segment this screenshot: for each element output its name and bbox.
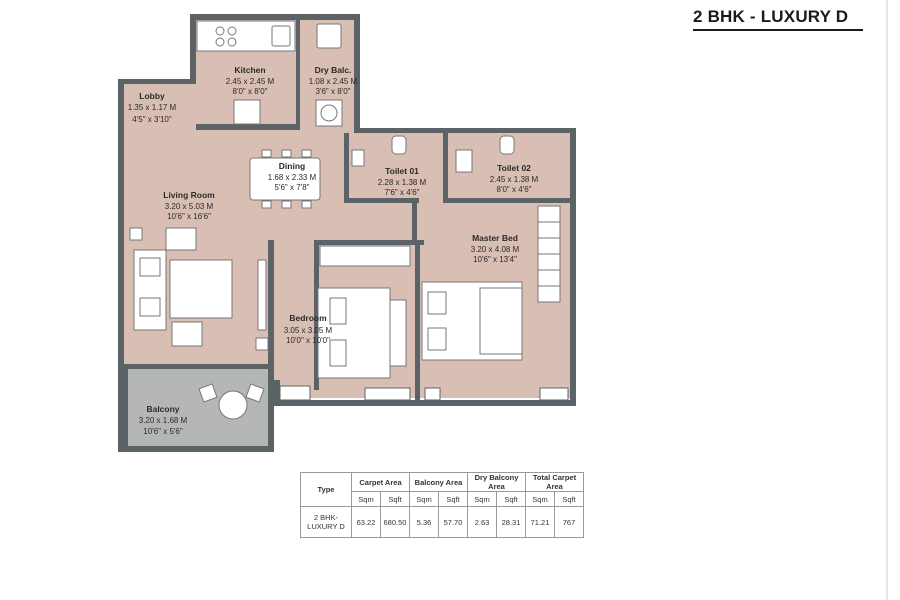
svg-text:3.05 x 3.05 M: 3.05 x 3.05 M	[284, 326, 333, 335]
svg-text:10'0" x 10'0": 10'0" x 10'0"	[286, 336, 330, 345]
toilet-fixtures	[351, 135, 515, 173]
svg-text:1.35 x 1.17 M: 1.35 x 1.17 M	[128, 103, 177, 112]
wardrobes	[319, 205, 561, 303]
svg-text:3'6" x 8'0": 3'6" x 8'0"	[316, 87, 351, 96]
unit-cell: Sqft	[380, 491, 410, 507]
title-underline	[693, 29, 863, 31]
svg-text:1.68 x 2.33 M: 1.68 x 2.33 M	[268, 173, 317, 182]
value-cell: 63.22	[351, 506, 381, 538]
side-table	[129, 227, 143, 241]
stove-burner	[215, 26, 225, 36]
svg-text:2.45 x 2.45 M: 2.45 x 2.45 M	[226, 77, 275, 86]
svg-text:3.20 x 4.08 M: 3.20 x 4.08 M	[471, 245, 520, 254]
unit-cell: Sqft	[438, 491, 468, 507]
armchair	[165, 227, 197, 251]
row-type-cell: 2 BHK- LUXURY D	[300, 506, 352, 538]
living-furniture	[129, 227, 269, 351]
page-border	[886, 0, 888, 600]
svg-text:10'6" x 16'6": 10'6" x 16'6"	[167, 212, 211, 221]
unit-cell: Sqm	[409, 491, 439, 507]
area-table: Type Carpet Area Balcony Area Dry Balcon…	[300, 472, 584, 538]
study-desk	[389, 299, 407, 367]
svg-text:2.28 x 1.38 M: 2.28 x 1.38 M	[378, 178, 427, 187]
unit-cell: Sqft	[554, 491, 584, 507]
stove-burner	[227, 26, 237, 36]
kitchen-sink	[271, 25, 291, 47]
value-cell: 57.70	[438, 506, 468, 538]
washing-machine	[315, 99, 343, 127]
side-table	[255, 337, 269, 351]
svg-text:2.45 x 1.38 M: 2.45 x 1.38 M	[490, 175, 539, 184]
type-header: Type	[300, 472, 352, 507]
dry-balcony-label: Dry Balc.	[315, 65, 352, 75]
stove-burner	[215, 37, 225, 47]
stove-burner	[227, 37, 237, 47]
carpet-area-header: Carpet Area	[351, 472, 410, 492]
balcony-area-header: Balcony Area	[409, 472, 468, 492]
svg-text:5'6" x 7'8": 5'6" x 7'8"	[275, 183, 310, 192]
lobby-label: Lobby	[139, 91, 165, 101]
armchair	[171, 321, 203, 347]
unit-cell: Sqm	[351, 491, 381, 507]
windows	[211, 22, 569, 401]
dining-label: Dining	[279, 161, 305, 171]
beds	[317, 281, 523, 379]
value-cell: 5.36	[409, 506, 439, 538]
master-bed-label: Master Bed	[472, 233, 518, 243]
svg-text:10'6" x 5'6": 10'6" x 5'6"	[143, 427, 183, 436]
svg-text:10'6" x 13'4": 10'6" x 13'4"	[473, 255, 517, 264]
unit-cell: Sqm	[525, 491, 555, 507]
rug	[169, 259, 233, 319]
toilet-01-label: Toilet 01	[385, 166, 419, 176]
svg-text:8'0" x 4'6": 8'0" x 4'6"	[497, 185, 532, 194]
toilet-02-label: Toilet 02	[497, 163, 531, 173]
kitchen-counter	[196, 20, 343, 127]
master-desk	[479, 287, 523, 355]
unit-cell: Sqft	[496, 491, 526, 507]
svg-text:1.08 x 2.45 M: 1.08 x 2.45 M	[309, 77, 358, 86]
svg-text:7'6" x 4'6": 7'6" x 4'6"	[385, 188, 420, 197]
kitchen-label: Kitchen	[234, 65, 265, 75]
dry-balc-sink	[316, 23, 342, 49]
walls	[118, 14, 576, 452]
svg-text:3.20 x 1.68 M: 3.20 x 1.68 M	[139, 416, 188, 425]
svg-text:3.20 x 5.03 M: 3.20 x 5.03 M	[165, 202, 214, 211]
kitchen-door-counter	[233, 99, 261, 125]
svg-text:8'0" x 8'0": 8'0" x 8'0"	[233, 87, 268, 96]
balcony-label: Balcony	[146, 404, 179, 414]
dry-balcony-area-header: Dry Balcony Area	[467, 472, 526, 492]
living-room-label: Living Room	[163, 190, 215, 200]
value-cell: 767	[554, 506, 584, 538]
lobby-floor	[121, 82, 193, 134]
svg-text:4'5" x 3'10": 4'5" x 3'10"	[132, 115, 172, 124]
plan-title: 2 BHK - LUXURY D	[693, 7, 849, 26]
room-labels: Kitchen 2.45 x 2.45 M 8'0" x 8'0" Dry Ba…	[128, 65, 539, 436]
dining-table	[249, 149, 321, 209]
value-cell: 680.50	[380, 506, 410, 538]
tv-unit	[257, 259, 267, 331]
unit-cell: Sqm	[467, 491, 497, 507]
bedroom-label: Bedroom	[289, 313, 327, 323]
value-cell: 28.31	[496, 506, 526, 538]
total-carpet-area-header: Total Carpet Area	[525, 472, 584, 492]
value-cell: 71.21	[525, 506, 555, 538]
value-cell: 2.63	[467, 506, 497, 538]
balcony-furniture	[198, 383, 265, 420]
